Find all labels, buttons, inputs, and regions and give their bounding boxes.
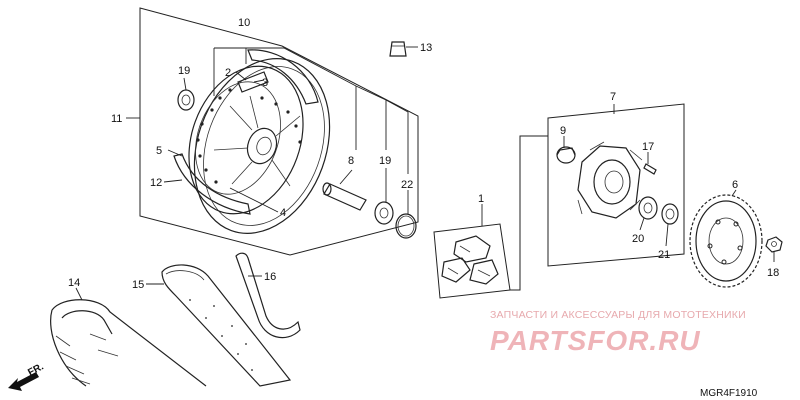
sprocket-hub-frame	[547, 103, 685, 267]
callout-19-left: 19	[178, 65, 190, 77]
callout-17: 17	[642, 141, 654, 153]
rim-band-16	[235, 252, 301, 339]
callout-5: 5	[156, 145, 162, 157]
callout-8: 8	[348, 155, 354, 167]
arrow-icon	[8, 372, 39, 391]
brake-disc	[195, 81, 302, 195]
watermark-subtitle: ЗАПЧАСТИ И АКСЕССУАРЫ ДЛЯ МОТОТЕХНИКИ	[490, 309, 746, 321]
callout-19-right: 19	[379, 155, 391, 167]
o-ring-22	[395, 213, 417, 239]
watermark: ЗАПЧАСТИ И АКСЕССУАРЫ ДЛЯ МОТОТЕХНИКИ PA…	[490, 309, 746, 356]
nut-18	[765, 236, 783, 253]
callout-20: 20	[632, 233, 644, 245]
callout-22: 22	[401, 179, 413, 191]
collar-9	[556, 146, 576, 164]
oil-seal-21	[661, 203, 679, 225]
driven-sprocket-6	[689, 194, 763, 288]
front-label: FR.	[26, 361, 46, 378]
damper-link-line	[510, 135, 548, 291]
tire-14	[50, 299, 207, 387]
callout-1: 1	[478, 193, 484, 205]
wheel-assembly-frame	[139, 7, 419, 256]
tube-15	[161, 264, 292, 387]
bearing-19-left	[177, 89, 195, 111]
callout-21: 21	[658, 249, 670, 261]
bearing-20	[638, 196, 658, 220]
callout-6: 6	[732, 179, 738, 191]
callout-11: 11	[111, 113, 122, 125]
diagram-code: MGR4F1910	[700, 388, 758, 399]
rear-wheel	[173, 49, 331, 234]
valve-cap-13	[389, 41, 407, 57]
watermark-brand: PARTSFOR.RU	[490, 325, 701, 356]
final-driven-flange	[577, 141, 643, 219]
callout-14: 14	[68, 277, 80, 289]
wheel-damper-set	[441, 235, 499, 285]
callout-7: 7	[610, 91, 616, 103]
callout-labels: 10 19 2 3 11 5 12 4 8 19 22 13 1 7 9 17 …	[68, 17, 779, 291]
callout-2: 2	[225, 67, 231, 79]
callout-18: 18	[767, 267, 779, 279]
callout-3: 3	[262, 77, 268, 89]
callout-15: 15	[132, 279, 144, 291]
leader-lines	[75, 46, 775, 301]
front-direction-arrow: FR.	[8, 361, 46, 391]
callout-4: 4	[280, 207, 286, 219]
callout-12: 12	[150, 177, 162, 189]
callout-13: 13	[420, 42, 432, 54]
callout-16: 16	[264, 271, 276, 283]
bearing-19-right	[374, 201, 394, 225]
callout-10: 10	[238, 17, 250, 29]
stud-bolt-17	[643, 163, 657, 175]
axle-spacer-8	[322, 182, 367, 211]
callout-9: 9	[560, 125, 566, 137]
